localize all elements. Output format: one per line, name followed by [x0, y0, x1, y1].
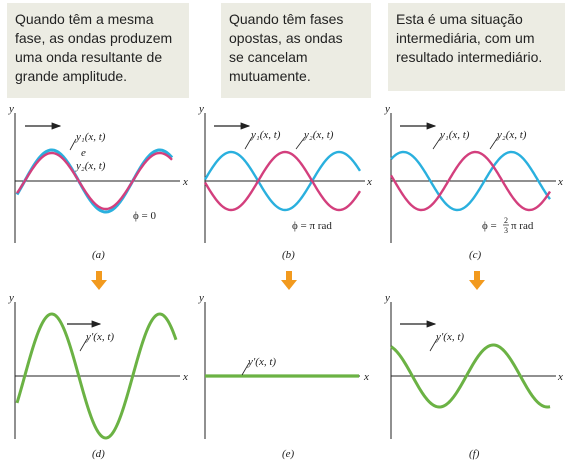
caption-line: Quando têm fases [229, 11, 344, 27]
leader-line [241, 362, 250, 376]
x-axis-label: x [182, 371, 188, 383]
panel-c: y x y₁(x, t) y₂(x, t) ϕ = 2 3 π rad (c) [384, 103, 563, 261]
x-axis-label: x [557, 371, 563, 383]
caption-line: resultado intermediário. [396, 49, 543, 65]
down-arrow-b [281, 271, 297, 290]
wave-resultant [15, 312, 178, 440]
y-axis-label: y [384, 103, 390, 115]
y-axis-label: y [198, 292, 204, 304]
label-y2: y₂(x, t) [75, 160, 106, 172]
caption-line: intermediária, com um [396, 30, 535, 46]
panel-e: y x y′(x, t) (e) [198, 292, 369, 460]
wave-y2 [203, 150, 362, 212]
phase-prefix: ϕ = [482, 220, 497, 232]
panel-b: y x y₁(x, t) y₂(x, t) ϕ = π rad (b) [198, 103, 372, 261]
wave-y1 [390, 150, 551, 212]
phase-fraction-den: 3 [504, 226, 508, 235]
down-arrow-c [469, 271, 485, 290]
caption-line: grande amplitude. [15, 68, 128, 84]
label-y1: y₁(x, t) [75, 131, 106, 143]
caption-line: mutuamente. [229, 68, 311, 84]
panel-label-e: (e) [282, 448, 295, 460]
x-axis-label: x [366, 176, 372, 188]
caption-line: Esta é uma situação [396, 11, 523, 27]
leader-line [244, 136, 253, 150]
leader-line [79, 338, 88, 352]
panel-label-c: (c) [469, 249, 482, 261]
caption-line: opostas, as ondas [229, 30, 343, 46]
x-axis-label: x [557, 176, 563, 188]
leader-line [429, 338, 438, 352]
phase-label: ϕ = 0 [133, 210, 156, 222]
caption-b: Quando têm fases opostas, as ondas se ca… [221, 3, 371, 98]
label-and: e [81, 147, 86, 159]
phase-fraction-num: 2 [504, 216, 508, 225]
wave-y1 [203, 150, 362, 212]
label-y2: y₂(x, t) [496, 129, 527, 141]
label-y1: y₁(x, t) [250, 129, 281, 141]
panel-label-d: (d) [92, 448, 105, 460]
label-y2: y₂(x, t) [303, 129, 334, 141]
caption-line: Quando têm a mesma [15, 11, 154, 27]
caption-c: Esta é uma situação intermediária, com u… [388, 3, 565, 91]
wave-y2 [16, 151, 173, 211]
y-axis-label: y [384, 292, 390, 304]
panel-f: y x y′(x, t) (f) [384, 292, 563, 460]
label-resultant: y′(x, t) [435, 331, 464, 343]
panel-a: y x y₁(x, t) e y₂(x, t) ϕ = 0 (a) [8, 103, 188, 261]
label-y1: y₁(x, t) [439, 129, 470, 141]
x-axis-label: x [363, 371, 369, 383]
label-resultant: y′(x, t) [85, 331, 114, 343]
panel-d: y x y′(x, t) (d) [8, 292, 188, 460]
y-axis-label: y [8, 292, 14, 304]
leader-line [69, 138, 77, 151]
panel-label-b: (b) [282, 249, 295, 261]
caption-a: Quando têm a mesma fase, as ondas produz… [7, 3, 189, 98]
leader-line [295, 136, 306, 150]
y-axis-label: y [198, 103, 204, 115]
wave-resultant [390, 343, 551, 409]
y-axis-label: y [8, 103, 14, 115]
wave-y1 [15, 148, 174, 214]
panel-label-a: (a) [92, 249, 105, 261]
phase-label: ϕ = π rad [292, 220, 332, 232]
leader-line [432, 136, 442, 150]
panel-label-f: (f) [469, 448, 480, 460]
wave-y2 [389, 150, 552, 212]
caption-line: se cancelam [229, 49, 308, 65]
leader-line [489, 136, 499, 150]
phase-suffix: π rad [511, 220, 534, 232]
x-axis-label: x [182, 176, 188, 188]
caption-line: uma onda resultante de [15, 49, 163, 65]
down-arrow-a [91, 271, 107, 290]
caption-line: fase, as ondas produzem [15, 30, 173, 46]
label-resultant: y′(x, t) [247, 356, 276, 368]
phase-label: ϕ = 2 3 π rad [482, 216, 534, 235]
